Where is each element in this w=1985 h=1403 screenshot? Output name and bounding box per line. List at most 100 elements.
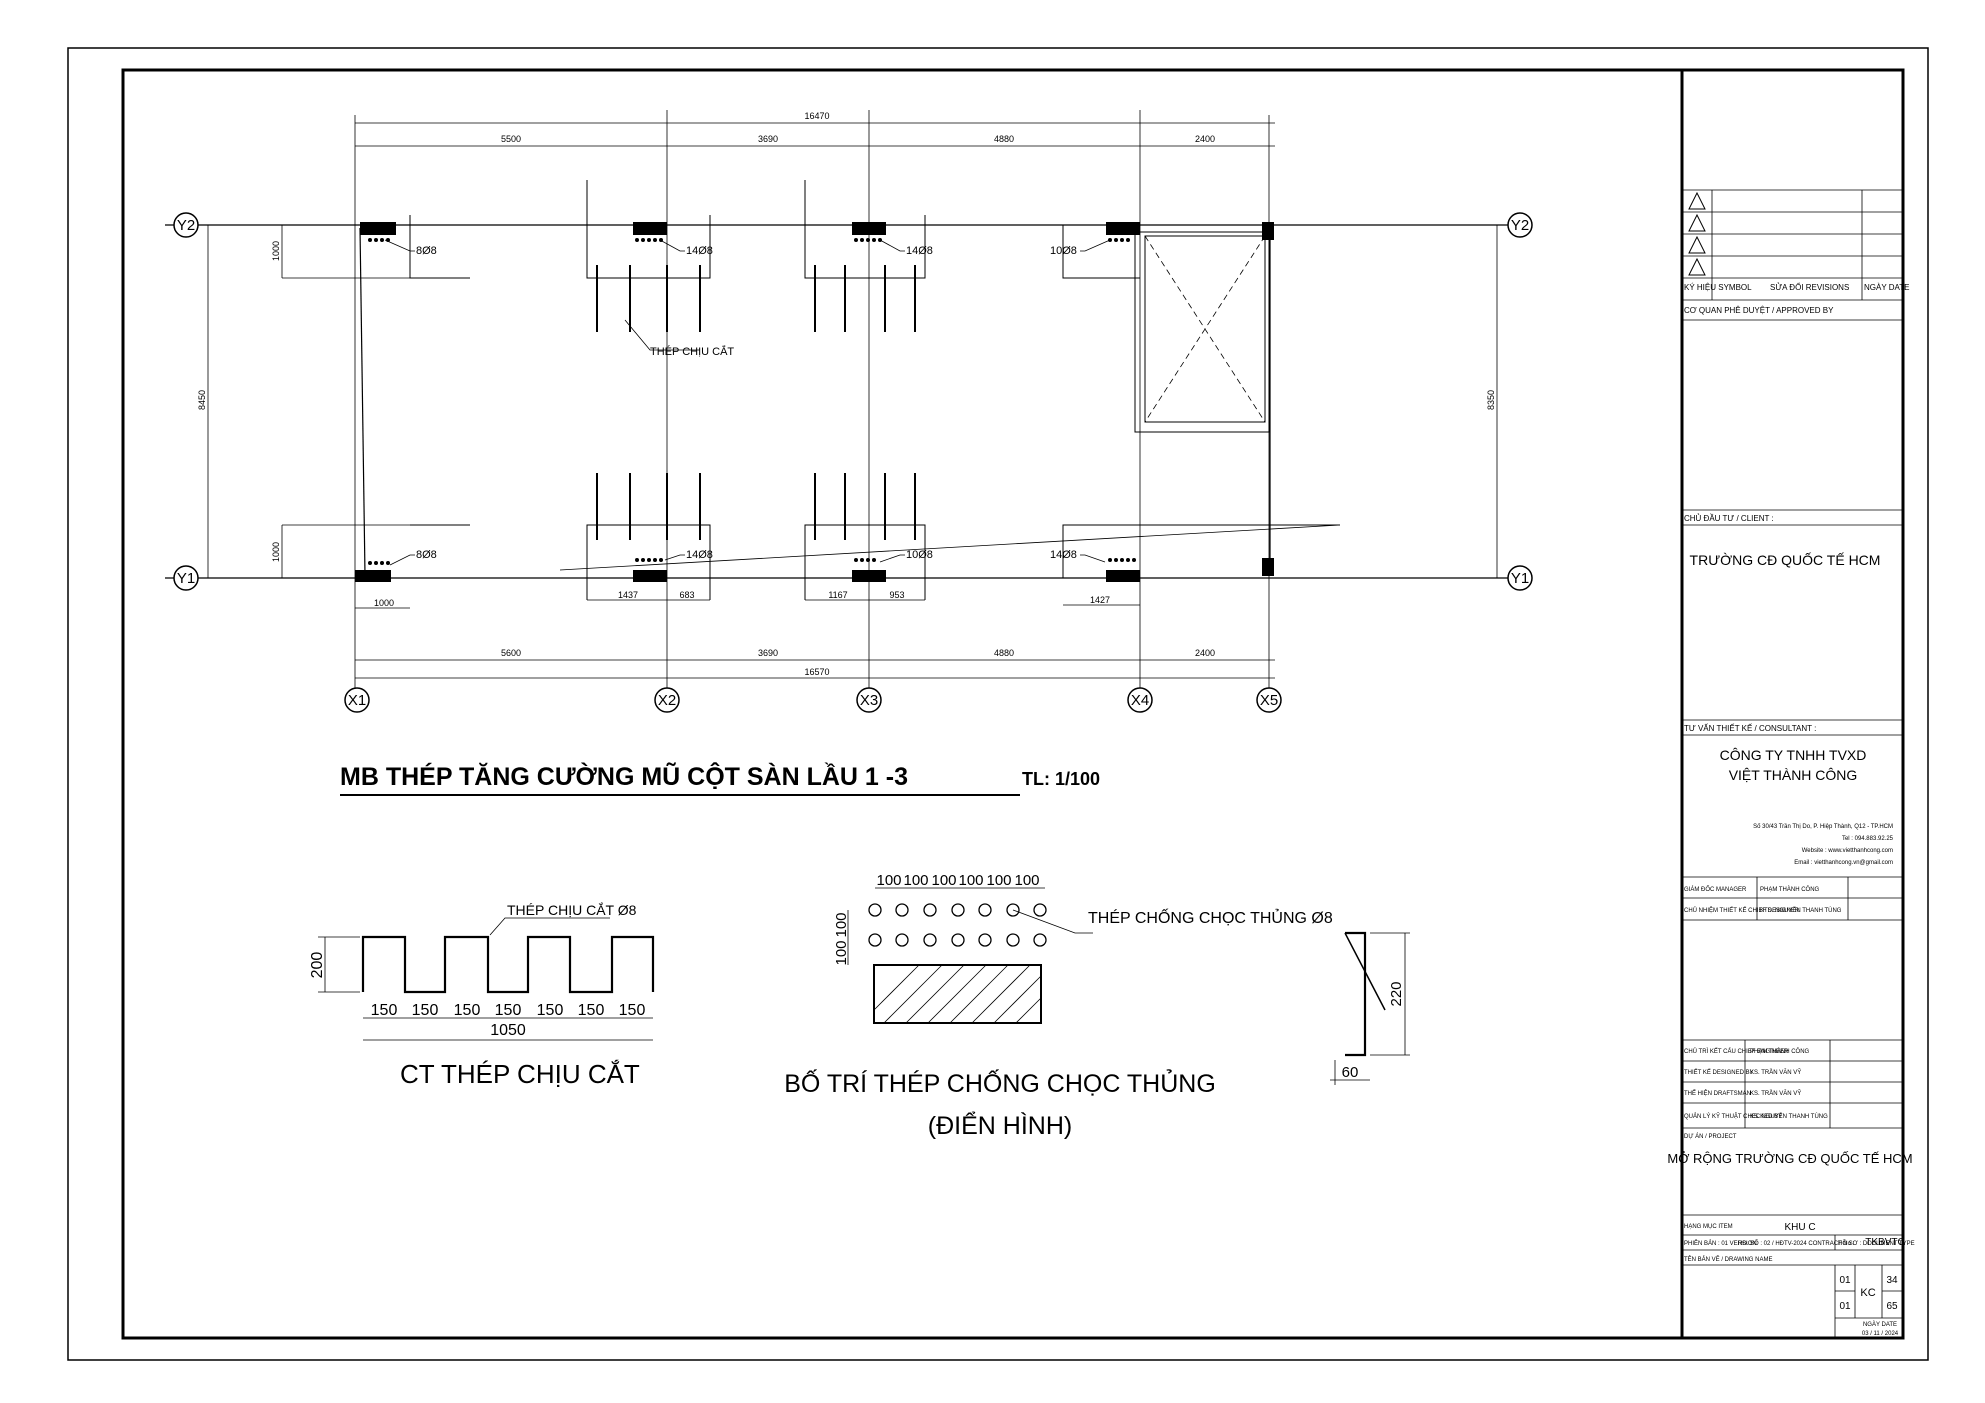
punch-detail-drawing [847, 887, 1410, 1085]
chief-engineer-name: PHẠM THÀNH CÔNG [1750, 1048, 1810, 1055]
manager-name: PHẠM THÀNH CÔNG [1760, 886, 1820, 893]
designed-name: KS. TRẦN VĂN VỸ [1750, 1069, 1801, 1076]
axis-label-x5: X5 [1260, 692, 1278, 709]
drawn-label: THỂ HIỆN DRAFTSMAN [1684, 1089, 1751, 1097]
punch-subtitle: (ĐIỂN HÌNH) [928, 1111, 1072, 1140]
shear-seg-5: 150 [537, 1002, 564, 1019]
shear-seg-4: 150 [495, 1002, 522, 1019]
dim-top-span-3: 4880 [994, 134, 1014, 144]
axis-label-x1: X1 [348, 692, 366, 709]
address-line-4: Email : vietthanhcong.vn@gmail.com [1794, 860, 1893, 866]
rev-date-label: NGÀY DATE [1864, 283, 1910, 292]
title-block [1682, 189, 1903, 1338]
axis-label-y2-right: Y2 [1511, 217, 1529, 234]
cap-width-6: 1427 [1090, 595, 1110, 605]
manager-label: GIÁM ĐỐC MANAGER [1684, 886, 1747, 893]
punch-spacing-2: 100 [903, 872, 928, 889]
punch-spacing-1: 100 [876, 872, 901, 889]
shear-detail-label: THÉP CHỊU CẮT Ø8 [507, 901, 637, 918]
dim-top-span-1: 5500 [501, 134, 521, 144]
chief-designer-name: KTS. NGUYỄN THANH TÙNG [1760, 907, 1842, 914]
axis-label-x3: X3 [860, 692, 878, 709]
client-label: CHỦ ĐẦU TƯ / CLIENT : [1684, 513, 1774, 523]
punch-vspacing-2: 100 [833, 940, 850, 965]
discipline-code: KC [1860, 1287, 1875, 1299]
shear-detail-title: CT THÉP CHỊU CẮT [400, 1059, 640, 1089]
drawn-name: KS. TRẦN VĂN VỸ [1750, 1090, 1801, 1097]
plan-scale: TL: 1/100 [1022, 769, 1100, 789]
dim-bottom-total: 16570 [804, 667, 829, 677]
project-label: DỰ ÁN / PROJECT [1684, 1133, 1737, 1140]
outer-frame [67, 47, 1929, 1361]
cap-width-4: 1167 [828, 590, 847, 600]
columns [355, 222, 1274, 582]
punch-height: 220 [1388, 981, 1405, 1006]
axis-label-x4: X4 [1131, 692, 1149, 709]
axis-label-x2: X2 [658, 692, 676, 709]
consultant-name-1: CÔNG TY TNHH TVXD [1720, 747, 1867, 763]
address-line-2: Tel : 094.883.92.25 [1842, 836, 1894, 842]
dim-cap-bottom: 1000 [271, 542, 281, 562]
rebar-dots [368, 238, 1136, 565]
shear-total: 1050 [490, 1022, 526, 1039]
cap-width-1: 1000 [374, 598, 394, 608]
shear-detail-drawing [318, 917, 655, 1041]
dim-cap-top: 1000 [271, 241, 281, 261]
approved-by-label: CƠ QUAN PHÊ DUYỆT / APPROVED BY [1684, 306, 1834, 315]
axis-bubbles [173, 212, 1533, 713]
dim-bottom-span-1: 5600 [501, 648, 521, 658]
designed-label: THIẾT KẾ DESIGNED BY [1684, 1069, 1754, 1076]
punch-spacing-5: 100 [986, 872, 1011, 889]
rebar-bottom-2: 14Ø8 [686, 549, 713, 561]
punch-width: 60 [1342, 1064, 1359, 1081]
chief-engineer-label: CHỦ TRÌ KẾT CẤU CHIEF ENGINEER [1684, 1048, 1789, 1055]
plan-title: MB THÉP TĂNG CƯỜNG MŨ CỘT SÀN LẦU 1 -3 [340, 761, 908, 791]
cap-width-3: 683 [679, 590, 694, 600]
axis-label-y2-left: Y2 [177, 217, 195, 234]
dim-top-total: 16470 [804, 111, 829, 121]
axis-label-y1-right: Y1 [1511, 570, 1529, 587]
doc-type-label: HỒ SƠ : DOCUMENT TYPE [1838, 1240, 1915, 1247]
sheet-number: 34 [1886, 1275, 1898, 1286]
project-name: MỞ RỘNG TRƯỜNG CĐ QUỐC TẾ HCM [1667, 1151, 1912, 1166]
chief-designer-label: CHỦ NHIỆM THIẾT KẾ CHIEF DESIGNER [1684, 906, 1800, 914]
rebar-bottom-4: 14Ø8 [1050, 549, 1077, 561]
cap-width-2: 1437 [618, 590, 638, 600]
punch-title: BỐ TRÍ THÉP CHỐNG CHỌC THỦNG [784, 1068, 1216, 1098]
shear-seg-1: 150 [371, 1002, 398, 1019]
punch-spacing-3: 100 [931, 872, 956, 889]
version-label: PHIÊN BẢN : 01 VERSION [1684, 1239, 1757, 1247]
rev-symbol-label: KÝ HIỆU SYMBOL [1684, 283, 1752, 292]
checked-name: KS. NGUYỄN THANH TÙNG [1750, 1113, 1828, 1120]
punch-spacing-6: 100 [1014, 872, 1039, 889]
contract-label: HĐ. SỐ : 02 / HĐTV-2024 CONTRACT No : [1738, 1240, 1855, 1247]
item-name: KHU C [1784, 1222, 1815, 1233]
sheet-total: 65 [1886, 1301, 1898, 1312]
shear-seg-7: 150 [619, 1002, 646, 1019]
punch-label: THÉP CHỐNG CHỌC THỦNG Ø8 [1088, 907, 1333, 927]
shear-seg-6: 150 [578, 1002, 605, 1019]
floor-plan [165, 110, 1530, 700]
sheet-a: 01 [1839, 1275, 1851, 1286]
shear-detail-height: 200 [309, 952, 326, 979]
rebar-top-2: 14Ø8 [686, 245, 713, 257]
rebar-bottom-1: 8Ø8 [416, 549, 437, 561]
dim-bottom-span-2: 3690 [758, 648, 778, 658]
date-value: 03 / 11 / 2024 [1862, 1331, 1899, 1337]
drawing-name-label: TÊN BẢN VẼ / DRAWING NAME [1684, 1255, 1772, 1263]
address-line-3: Website : www.vietthanhcong.com [1802, 848, 1893, 854]
rebar-top-1: 8Ø8 [416, 245, 437, 257]
punch-vspacing-1: 100 [833, 912, 850, 937]
rebar-top-4: 10Ø8 [1050, 245, 1077, 257]
dim-top-span-2: 3690 [758, 134, 778, 144]
sheet-b: 01 [1839, 1301, 1851, 1312]
shear-seg-2: 150 [412, 1002, 439, 1019]
cap-width-5: 953 [889, 590, 904, 600]
dim-right: 8350 [1486, 390, 1496, 410]
checked-label: QUẢN LÝ KỸ THUẬT CHECKED BY [1684, 1113, 1782, 1120]
rebar-top-3: 14Ø8 [906, 245, 933, 257]
consultant-name-2: VIỆT THÀNH CÔNG [1729, 767, 1858, 783]
address-line-1: Số 30/43 Trần Thị Do, P. Hiệp Thành, Q12… [1753, 824, 1893, 830]
shear-rebar-label: THÉP CHỊU CẮT [650, 345, 734, 358]
dim-left: 8450 [197, 390, 207, 410]
